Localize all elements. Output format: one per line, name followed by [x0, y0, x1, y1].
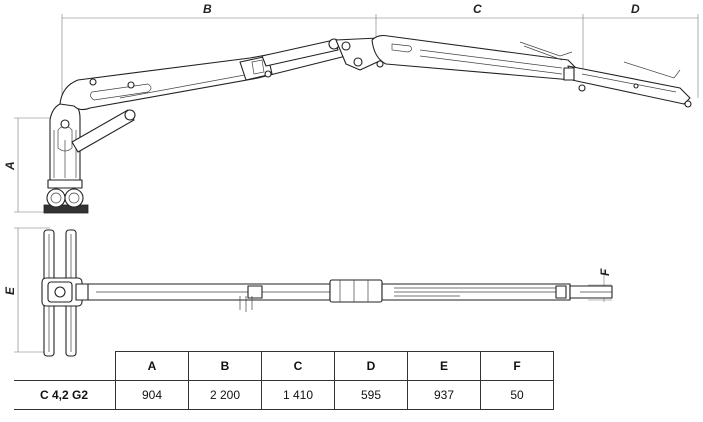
dimension-label-b: B — [203, 2, 212, 16]
table-value-e: 937 — [407, 380, 481, 410]
table-header-c: C — [261, 351, 335, 381]
table-header-row: A B C D E F — [14, 351, 554, 381]
table-header-e: E — [407, 351, 481, 381]
dimension-label-e: E — [3, 286, 17, 295]
table-model-cell: C 4,2 G2 — [14, 380, 116, 410]
table-header-b: B — [188, 351, 262, 381]
table-value-d: 595 — [334, 380, 408, 410]
table-header-d: D — [334, 351, 408, 381]
crane-side-view — [43, 34, 692, 214]
top-dimension-lines — [61, 14, 699, 100]
table-value-b: 2 200 — [188, 380, 262, 410]
dimension-label-d: D — [631, 2, 640, 16]
specification-table: A B C D E F C 4,2 G2 904 2 200 1 410 595… — [14, 351, 554, 410]
dimension-label-a: A — [3, 161, 17, 171]
table-header-a: A — [115, 351, 189, 381]
crane-top-view — [41, 229, 613, 357]
dimension-label-f: F — [598, 268, 612, 276]
table-value-c: 1 410 — [261, 380, 335, 410]
table-corner-cell — [14, 352, 116, 381]
table-row: C 4,2 G2 904 2 200 1 410 595 937 50 — [14, 380, 554, 410]
dimension-label-c: C — [473, 2, 482, 16]
table-header-f: F — [480, 351, 554, 381]
table-value-f: 50 — [480, 380, 554, 410]
table-value-a: 904 — [115, 380, 189, 410]
